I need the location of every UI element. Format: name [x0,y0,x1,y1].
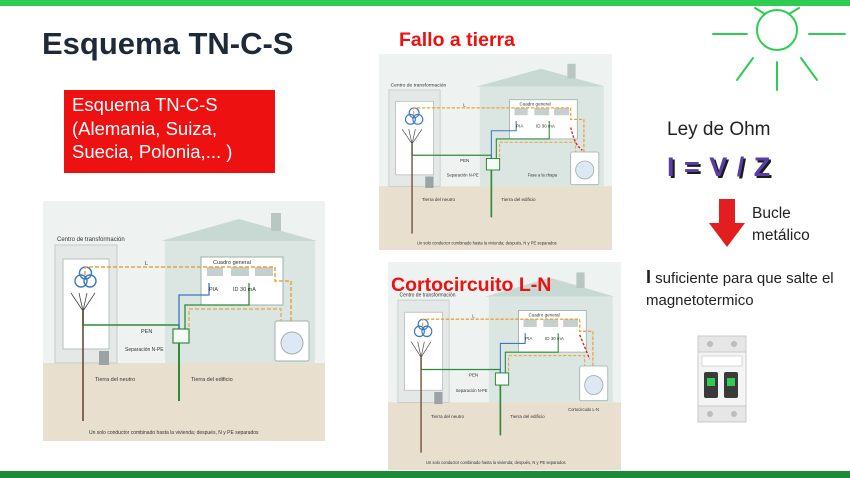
scheme-countries-box: Esquema TN-C-S (Alemania, Suiza, Suecia,… [64,90,275,173]
label-separacion: Separación N-PE [447,173,479,178]
sufficient-current-text: I suficiente para que salte el magnetote… [646,266,850,312]
circuit-breaker-icon [697,335,747,423]
label-centro: Centro de transformación [391,83,447,89]
label-pia: PIA [209,287,218,293]
label-tierra-neutro: Tierra del neutro [422,197,456,202]
label-line: L [472,313,475,318]
fault-earth-heading: Fallo a tierra [399,29,515,51]
label-tierra-edificio: Tierra del edificio [501,197,536,202]
label-separacion: Separación N-PE [125,347,164,353]
label-cuadro: Cuadro general [528,313,559,318]
current-symbol: I [646,267,652,287]
label-cuadro: Cuadro general [519,101,550,106]
label-pen: PEN [460,158,469,163]
label-cuadro: Cuadro general [213,260,251,266]
label-line: L [145,261,148,267]
bottom-accent-bar [0,471,850,478]
label-id30: ID 30 mA [233,287,256,293]
label-centro: Centro de transformación [400,293,456,299]
label-separacion: Separación N-PE [456,388,488,393]
tncs-diagram-fault-earth: Centro de transformación Cuadro general … [379,54,612,250]
loop-label: Bucle metálico [752,205,810,244]
arrow-down-icon [709,199,745,247]
label-tierra-edificio: Tierra del edificio [510,414,545,419]
tncs-diagram-main: Centro de transformación Cuadro general … [43,201,325,441]
ohm-law-label: Ley de Ohm [667,119,771,140]
label-id30: ID 30 mA [536,124,555,129]
label-cortocircuito: Cortocircuito L-N [568,407,599,412]
label-centro: Centro de transformación [57,237,125,243]
label-fase-chapa: Fase a la chapa [528,173,558,178]
label-tierra-neutro: Tierra del neutro [95,377,135,383]
ohm-law-formula: I = V / Z [667,152,772,182]
label-tierra-neutro: Tierra del neutro [431,414,464,419]
page-title: Esquema TN-C-S [42,26,294,61]
sufficient-current-sentence: suficiente para que salte el magnetoterm… [646,270,834,309]
diagram-caption: Un solo conductor combinado hasta la viv… [426,460,566,465]
short-circuit-heading: Cortocircuito L-N [391,274,552,296]
label-pen: PEN [141,329,152,335]
top-accent-bar [0,0,850,6]
diagram-caption: Un solo conductor combinado hasta la viv… [89,430,259,436]
label-pia: PIA [525,336,533,341]
label-pia: PIA [516,124,523,129]
label-pen: PEN [469,372,478,377]
sun-rays-icon [712,7,846,91]
label-tierra-edificio: Tierra del edificio [191,377,233,383]
tncs-diagram-short-circuit: Centro de transformación Cuadro general … [388,262,621,470]
label-id30: ID 30 mA [545,336,565,341]
label-line: L [463,102,466,107]
diagram-caption: Un solo conductor combinado hasta la viv… [417,240,557,245]
